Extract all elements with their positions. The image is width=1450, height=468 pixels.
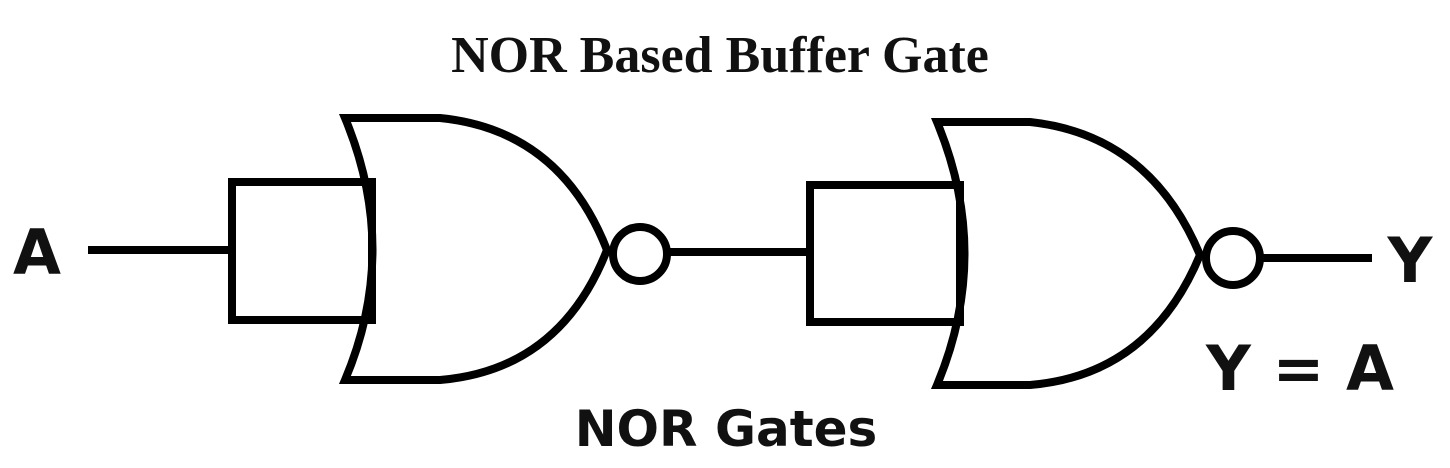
caption: NOR Gates: [575, 400, 878, 458]
inversion-bubble-1: [609, 223, 671, 285]
or-body-1: [338, 114, 612, 384]
input-tie-1: [228, 178, 376, 324]
inversion-bubble-2: [1202, 227, 1264, 289]
nor-gate-2: [806, 118, 1264, 389]
or-body-2: [930, 118, 1205, 389]
input-label: A: [13, 216, 61, 289]
nor-gate-1: [228, 114, 671, 384]
diagram-title: NOR Based Buffer Gate: [451, 27, 989, 84]
output-label: Y: [1387, 224, 1434, 297]
input-tie-2: [806, 181, 964, 326]
equation-label: Y = A: [1205, 332, 1394, 405]
